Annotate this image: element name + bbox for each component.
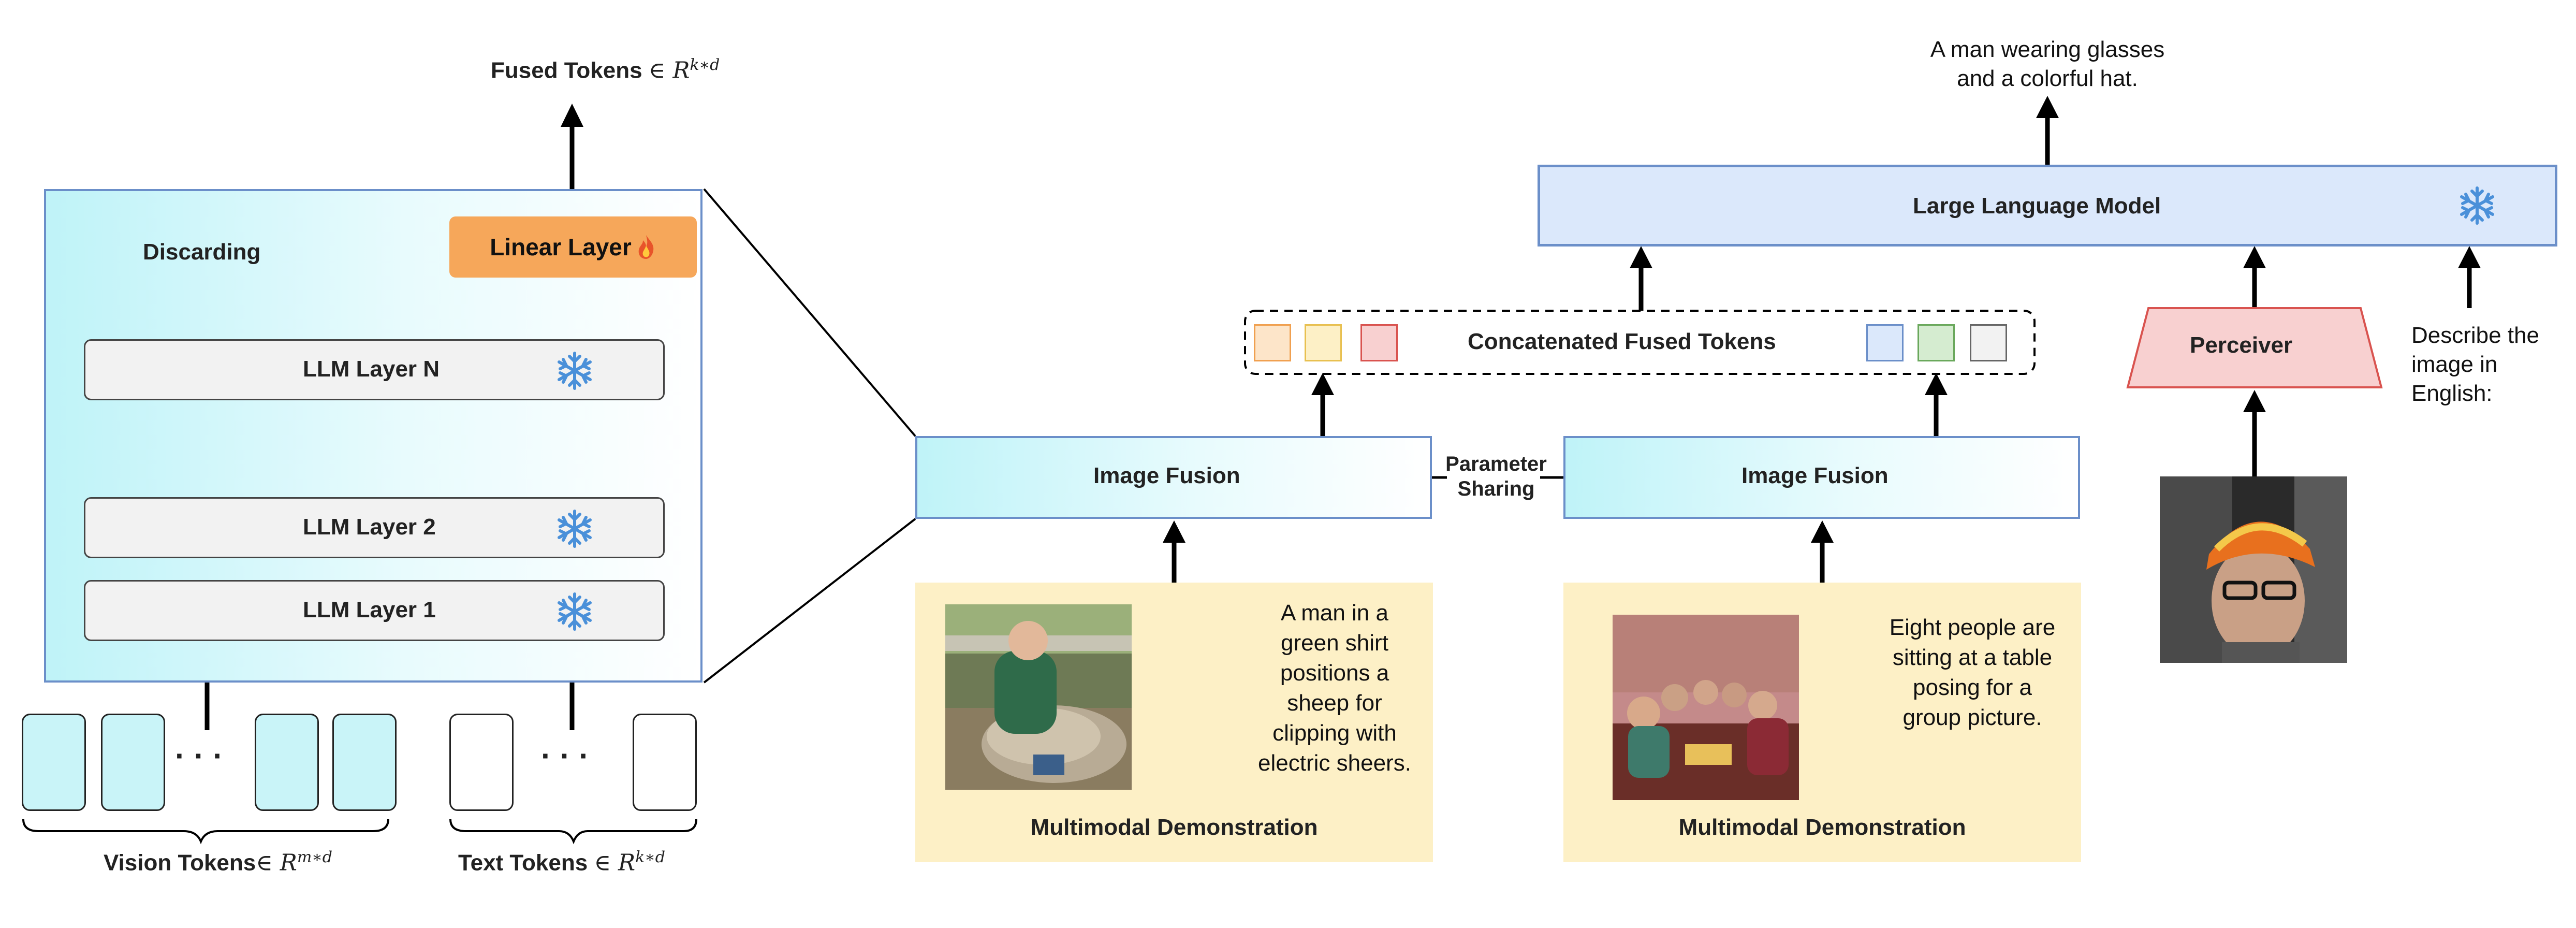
llm-label: Large Language Model — [1913, 193, 2161, 219]
image-fusion-box-1: Image Fusion — [915, 436, 1432, 519]
query-image-man-hat — [2160, 476, 2347, 663]
arrow-icon — [1163, 520, 1185, 583]
vision-token — [255, 714, 319, 811]
linear-layer-box: Linear Layer — [449, 216, 697, 278]
demo-2-caption: Eight people are sitting at a table posi… — [1889, 615, 2056, 730]
model-output-text: A man wearing glasses and a colorful hat… — [1930, 37, 2165, 91]
snowflake-icon — [554, 591, 595, 635]
fused-token-blue — [1866, 324, 1904, 361]
fused-token-gray — [1970, 324, 2007, 361]
multimodal-demo-2: Eight people are sitting at a table posi… — [1563, 583, 2081, 862]
vision-token — [22, 714, 86, 811]
image-fusion-label: Image Fusion — [1741, 463, 1889, 488]
discarding-label: Discarding — [143, 239, 261, 265]
linear-layer-label: Linear Layer — [490, 234, 632, 260]
llm-layer-2: LLM Layer 2 — [84, 497, 665, 558]
parameter-sharing-label: Parameter Sharing — [1445, 453, 1547, 500]
zoom-line-bottom — [703, 518, 916, 684]
llm-layer-n-label: LLM Layer N — [303, 356, 440, 382]
fused-token-red — [1360, 324, 1398, 361]
text-token — [633, 714, 697, 811]
concatenated-label: Concatenated Fused Tokens — [1468, 329, 1776, 354]
arrow-icon — [2036, 96, 2059, 165]
fused-token-orange — [1254, 324, 1291, 361]
demo-2-title: Multimodal Demonstration — [1678, 815, 1966, 840]
arrow-icon — [1311, 373, 1334, 436]
brace-icon — [22, 819, 389, 845]
brace-icon — [449, 819, 697, 845]
fire-icon — [636, 234, 656, 260]
image-fusion-label: Image Fusion — [1093, 463, 1240, 488]
fused-tokens-title: Fused Tokens ∈ Rk∗d — [491, 56, 720, 84]
fused-token-green — [1918, 324, 1955, 361]
arrow-icon — [1925, 373, 1948, 436]
perceiver-label: Perceiver — [2190, 332, 2293, 358]
demo-image-sheep-shearing — [945, 604, 1132, 790]
vision-tokens-label: Vision Tokens∈ Rm∗d — [104, 848, 332, 876]
text-ellipsis: · · · — [541, 738, 590, 773]
llm-layer-1-label: LLM Layer 1 — [303, 597, 436, 622]
arrow-icon — [2243, 246, 2266, 308]
arrow-icon — [1811, 520, 1834, 583]
arrow-icon — [2243, 390, 2266, 476]
text-tokens-label: Text Tokens ∈ Rk∗d — [458, 848, 665, 876]
arrow-icon — [1630, 246, 1652, 311]
demo-image-group-dinner — [1613, 615, 1799, 800]
snowflake-icon — [554, 508, 595, 552]
vision-ellipsis: · · · — [175, 738, 224, 773]
concatenated-container — [1244, 310, 2036, 375]
demo-1-caption: A man in a green shirt positions a sheep… — [1258, 600, 1411, 776]
vision-token — [332, 714, 397, 811]
fused-token-yellow — [1305, 324, 1342, 361]
snowflake-icon — [554, 350, 595, 394]
llm-layer-1: LLM Layer 1 — [84, 580, 665, 641]
image-fusion-box-2: Image Fusion — [1563, 436, 2080, 519]
perceiver-shape — [2126, 307, 2383, 388]
arrow-icon — [2458, 246, 2481, 308]
llm-layer-2-label: LLM Layer 2 — [303, 514, 436, 540]
prompt-text: Describe the image in English: — [2411, 323, 2540, 406]
vision-token — [101, 714, 165, 811]
multimodal-demo-1: A man in a green shirt positions a sheep… — [915, 583, 1433, 862]
text-token — [449, 714, 514, 811]
snowflake-icon — [2456, 185, 2498, 229]
llm-layer-n: LLM Layer N — [84, 339, 665, 400]
large-language-model-box: Large Language Model — [1538, 165, 2557, 247]
zoom-line-top — [703, 188, 916, 437]
demo-1-title: Multimodal Demonstration — [1030, 815, 1318, 840]
